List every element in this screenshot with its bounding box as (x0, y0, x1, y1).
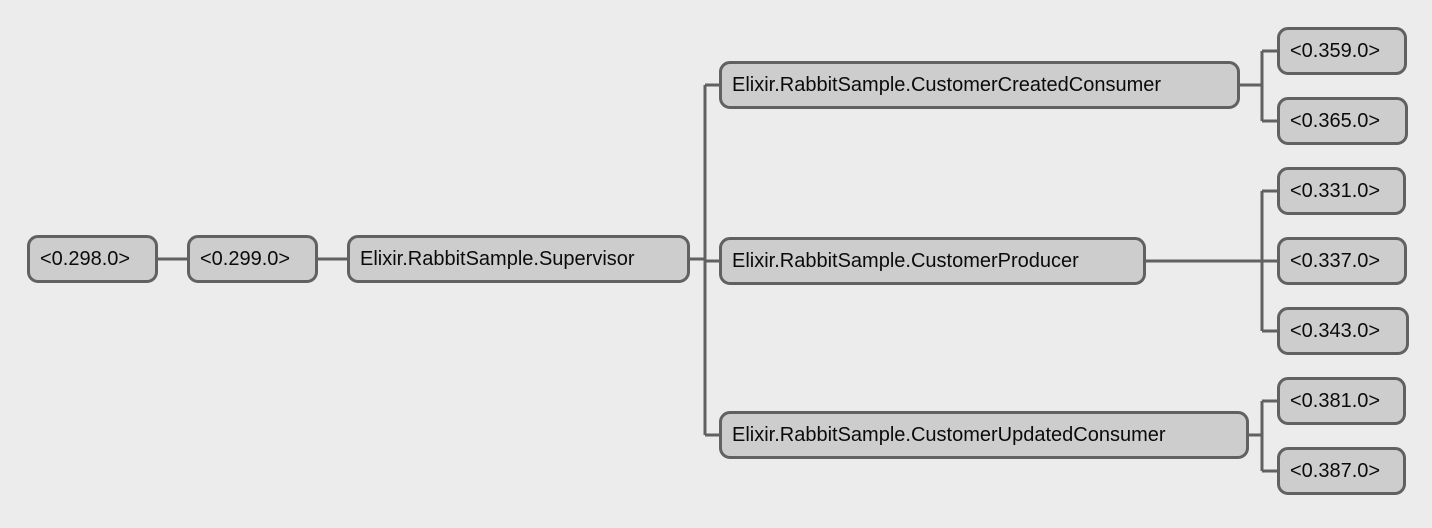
node-pid-343[interactable]: <0.343.0> (1277, 307, 1409, 355)
node-pid-299[interactable]: <0.299.0> (187, 235, 318, 283)
node-pid-365[interactable]: <0.365.0> (1277, 97, 1408, 145)
node-customer-created-consumer[interactable]: Elixir.RabbitSample.CustomerCreatedConsu… (719, 61, 1240, 109)
node-customer-updated-consumer[interactable]: Elixir.RabbitSample.CustomerUpdatedConsu… (719, 411, 1249, 459)
node-pid-359[interactable]: <0.359.0> (1277, 27, 1407, 75)
node-pid-298[interactable]: <0.298.0> (27, 235, 158, 283)
node-pid-337[interactable]: <0.337.0> (1277, 237, 1407, 285)
node-customer-producer[interactable]: Elixir.RabbitSample.CustomerProducer (719, 237, 1146, 285)
node-supervisor[interactable]: Elixir.RabbitSample.Supervisor (347, 235, 690, 283)
node-pid-331[interactable]: <0.331.0> (1277, 167, 1406, 215)
node-pid-387[interactable]: <0.387.0> (1277, 447, 1406, 495)
node-pid-381[interactable]: <0.381.0> (1277, 377, 1406, 425)
